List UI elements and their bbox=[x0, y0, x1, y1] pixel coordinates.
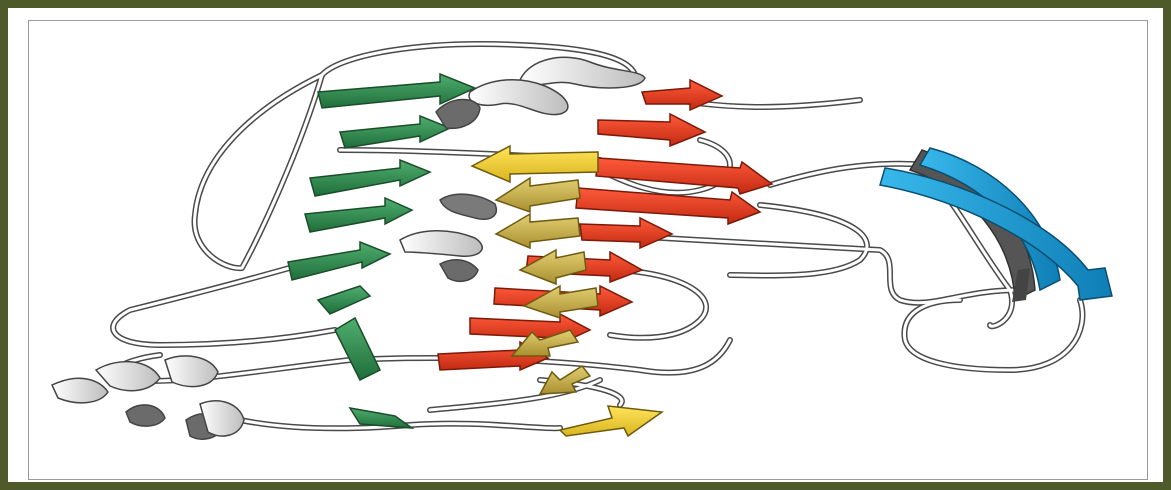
red-strands bbox=[438, 80, 772, 370]
helix-mid-1 bbox=[400, 231, 482, 257]
red-strand-3 bbox=[596, 158, 772, 194]
yellow-strand-4 bbox=[520, 250, 586, 284]
helix-top-2 bbox=[469, 80, 568, 115]
blue-strands bbox=[880, 148, 1112, 302]
green-strand-3 bbox=[310, 160, 430, 196]
helix-mid-2 bbox=[440, 194, 496, 219]
green-strand-2 bbox=[340, 116, 450, 148]
helix-top-dark bbox=[436, 99, 480, 128]
helix-mid-3 bbox=[440, 260, 478, 282]
green-strand-6 bbox=[318, 286, 370, 314]
yellow-strand-3 bbox=[496, 214, 580, 248]
yellow-strand-8 bbox=[560, 406, 662, 436]
helix-bottom-dark-1 bbox=[126, 405, 165, 426]
helix-bottom-3 bbox=[165, 356, 218, 387]
green-strand-5 bbox=[288, 242, 390, 280]
green-strand-4 bbox=[305, 198, 412, 232]
yellow-strand-2 bbox=[496, 178, 580, 212]
red-strand-5 bbox=[580, 218, 672, 248]
red-strand-2 bbox=[598, 114, 705, 146]
green-strand-7 bbox=[335, 318, 380, 380]
helix-bottom-2 bbox=[96, 362, 160, 391]
helix-bottom-1 bbox=[52, 378, 108, 402]
